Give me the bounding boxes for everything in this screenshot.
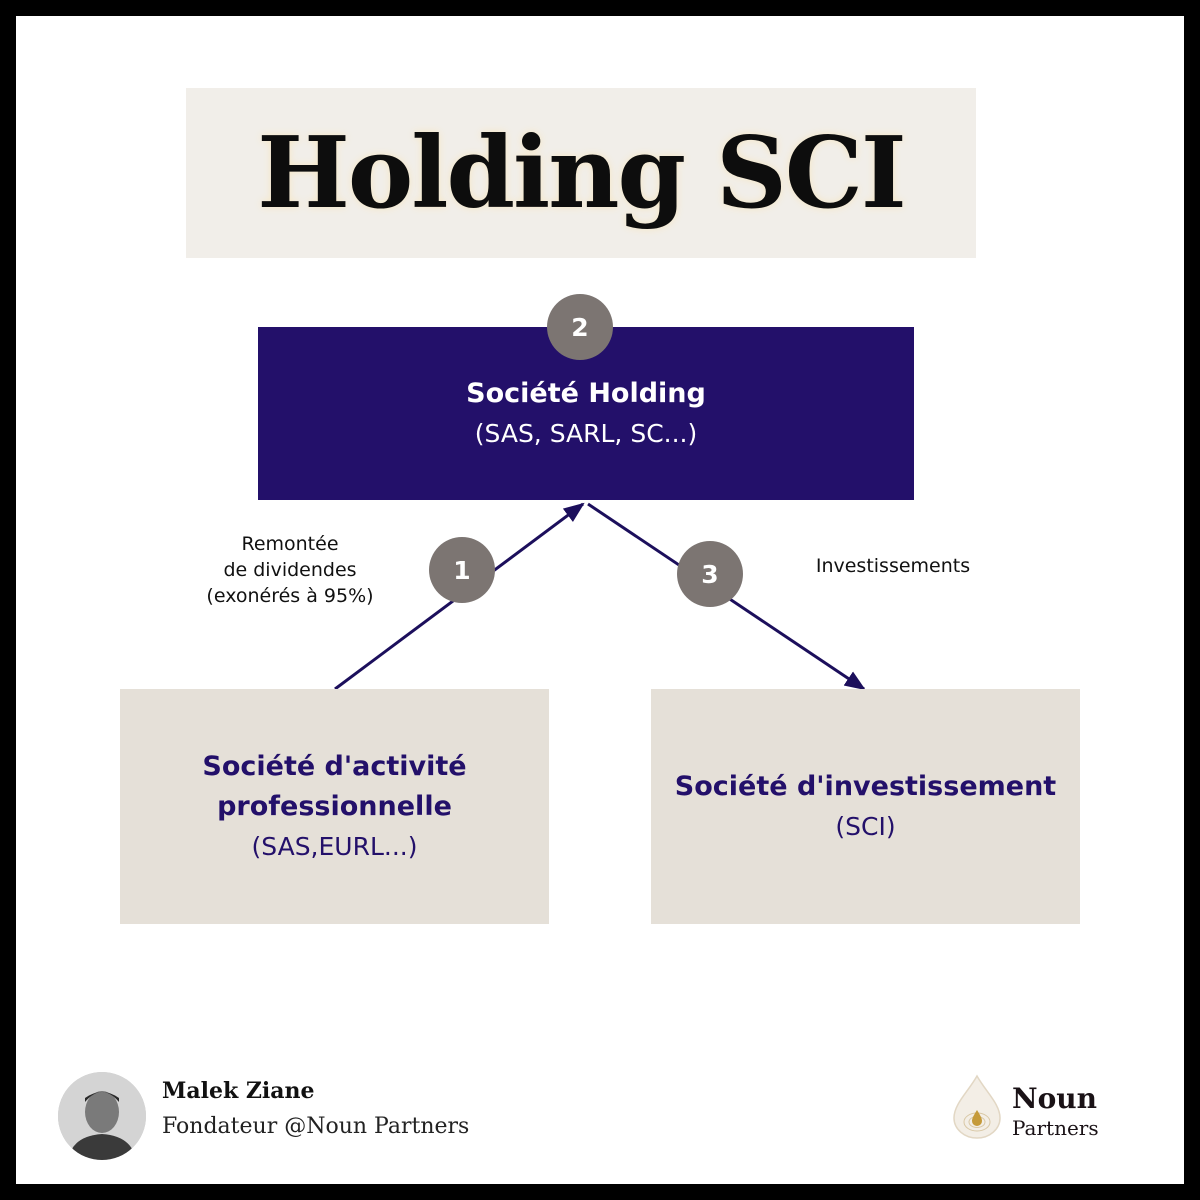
infographic-canvas: Holding SCI Société Holding (SAS, SARL, … bbox=[16, 16, 1184, 1184]
activite-name: Société d'activité professionnelle bbox=[202, 750, 467, 822]
dividendes-label-line: Remontée bbox=[241, 533, 339, 555]
investissement-name: Société d'investissement bbox=[674, 770, 1057, 802]
author-name: Malek Ziane bbox=[162, 1078, 315, 1104]
author-avatar bbox=[58, 1072, 146, 1160]
step-badge-1: 1 bbox=[429, 537, 495, 603]
holding-name: Société Holding bbox=[466, 377, 706, 409]
drop-logo-icon bbox=[953, 1074, 1001, 1139]
title-banner: Holding SCI bbox=[186, 88, 976, 258]
investissements-label: Investissements bbox=[815, 555, 971, 577]
investissement-box: Société d'investissement (SCI) bbox=[651, 689, 1080, 924]
step-badge-3: 3 bbox=[677, 541, 743, 607]
dividendes-label-line: (exonérés à 95%) bbox=[206, 585, 374, 607]
person-icon bbox=[58, 1072, 146, 1160]
logo-wordmark-partners: Partners bbox=[1012, 1116, 1099, 1140]
dividendes-label: Remontée de dividendes (exonérés à 95%) bbox=[192, 531, 388, 609]
step-badge-2: 2 bbox=[547, 294, 613, 360]
activite-forms: (SAS,EURL...) bbox=[251, 831, 418, 861]
investissement-forms: (SCI) bbox=[835, 811, 896, 841]
activite-box: Société d'activité professionnelle (SAS,… bbox=[120, 689, 549, 924]
author-role: Fondateur @Noun Partners bbox=[162, 1114, 470, 1139]
page-title: Holding SCI bbox=[257, 115, 906, 231]
logo-wordmark-noun: Noun bbox=[1012, 1082, 1097, 1115]
holding-forms: (SAS, SARL, SC...) bbox=[474, 418, 698, 448]
dividendes-label-line: de dividendes bbox=[223, 559, 357, 581]
